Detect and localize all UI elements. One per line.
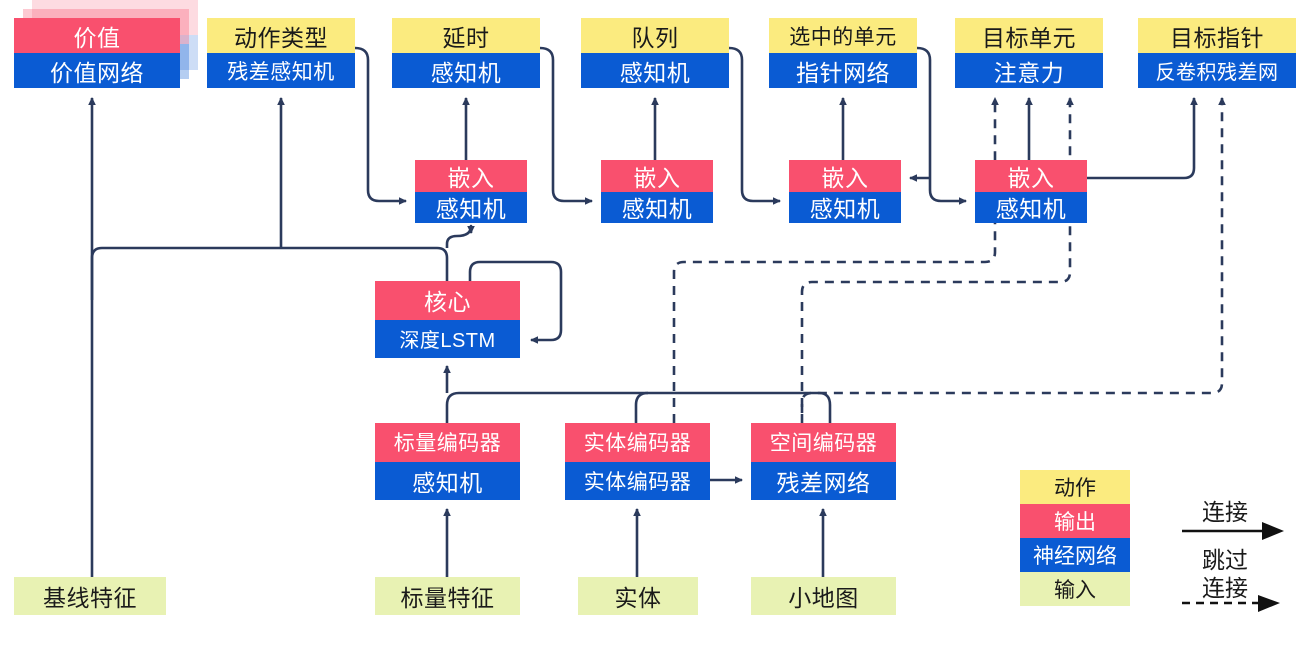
node-core-bottom-label: 深度LSTM	[375, 319, 520, 358]
node-core[interactable]: 核心深度LSTM	[375, 281, 520, 358]
wire-queue-to-emb3	[728, 46, 782, 205]
node-delay-bottom-label: 感知机	[392, 53, 540, 88]
node-selected-bottom-label: 指针网络	[769, 53, 917, 88]
node-emb3-bottom-label: 感知机	[789, 191, 901, 223]
node-emb1[interactable]: 嵌入感知机	[415, 160, 527, 223]
node-value[interactable]: 价值价值网络	[14, 0, 198, 88]
wire-actiontype-to-emb1	[354, 46, 408, 205]
node-queue-top-label: 队列	[581, 18, 729, 53]
node-baseline_feat-bottom-label: 基线特征	[14, 577, 166, 615]
wire-delay-to-emb2	[539, 46, 594, 205]
legend-swatch-network: 神经网络	[1020, 538, 1130, 572]
node-selected[interactable]: 选中的单元指针网络	[769, 18, 917, 88]
legend-swatch-output: 输出	[1020, 504, 1130, 538]
node-value-top-label: 价值	[14, 18, 180, 53]
wire-core-self-loop	[468, 260, 563, 344]
node-scalar_enc[interactable]: 标量编码器感知机	[375, 423, 520, 500]
node-queue-bottom-label: 感知机	[581, 53, 729, 88]
legend-dashed-arrowhead	[1258, 595, 1280, 612]
node-action_type-bottom-label: 残差感知机	[207, 53, 355, 88]
node-spatial_enc-top-label: 空间编码器	[751, 423, 896, 462]
node-target_point-top-label: 目标指针	[1138, 18, 1296, 53]
node-entity_enc-bottom-label: 实体编码器	[565, 461, 710, 500]
legend-skip-label-line2: 连接	[1202, 575, 1248, 601]
node-entity_enc[interactable]: 实体编码器实体编码器	[565, 423, 710, 500]
node-target_point[interactable]: 目标指针反卷积残差网	[1138, 18, 1296, 88]
node-selected-top-label: 选中的单元	[769, 18, 917, 53]
wire-entity-riser	[634, 391, 649, 423]
node-scalar_feat-bottom-label: 标量特征	[375, 577, 520, 615]
node-minimap-bottom-label: 小地图	[751, 577, 896, 615]
node-scalar_feat[interactable]: 标量特征	[375, 577, 520, 615]
node-emb4-bottom-label: 感知机	[975, 191, 1087, 223]
node-action_type-top-label: 动作类型	[207, 18, 355, 53]
node-entities-bottom-label: 实体	[578, 577, 698, 615]
wire-core-to-emb1	[445, 224, 475, 248]
node-spatial_enc[interactable]: 空间编码器残差网络	[751, 423, 896, 500]
node-emb3[interactable]: 嵌入感知机	[789, 160, 901, 223]
legend-skip-label-line1: 跳过	[1202, 547, 1248, 573]
node-emb4[interactable]: 嵌入感知机	[975, 160, 1087, 223]
node-emb4-top-label: 嵌入	[975, 160, 1087, 192]
skip-entity-to-selected	[672, 96, 999, 423]
legend-solid-arrowhead	[1262, 522, 1284, 540]
node-scalar_enc-top-label: 标量编码器	[375, 423, 520, 462]
node-minimap[interactable]: 小地图	[751, 577, 896, 615]
node-delay[interactable]: 延时感知机	[392, 18, 540, 88]
legend-connect-label: 连接	[1202, 499, 1248, 525]
node-emb1-top-label: 嵌入	[415, 160, 527, 192]
skip-spatial-to-target-unit	[800, 96, 1074, 423]
node-delay-top-label: 延时	[392, 18, 540, 53]
node-emb2[interactable]: 嵌入感知机	[601, 160, 713, 223]
node-core-top-label: 核心	[375, 281, 520, 320]
wire-selected-to-emb4	[916, 46, 968, 205]
node-emb2-bottom-label: 感知机	[601, 191, 713, 223]
node-target_unit[interactable]: 目标单元注意力	[955, 18, 1103, 88]
wire-encoder-bus	[445, 391, 832, 423]
skip-spatial-to-target-pointer	[800, 96, 1226, 413]
node-target_unit-bottom-label: 注意力	[955, 53, 1103, 88]
node-entities[interactable]: 实体	[578, 577, 698, 615]
node-scalar_enc-bottom-label: 感知机	[375, 461, 520, 500]
node-action_type[interactable]: 动作类型残差感知机	[207, 18, 355, 88]
wire-emb4-to-target-pointer	[1087, 96, 1198, 180]
legend: 动作输出神经网络输入	[1020, 470, 1130, 606]
legend-swatch-input: 输入	[1020, 572, 1130, 606]
node-baseline_feat[interactable]: 基线特征	[14, 577, 166, 615]
node-target_point-bottom-label: 反卷积残差网	[1138, 53, 1296, 88]
node-emb2-top-label: 嵌入	[601, 160, 713, 192]
node-spatial_enc-bottom-label: 残差网络	[751, 461, 896, 500]
node-emb3-top-label: 嵌入	[789, 160, 901, 192]
node-value-bottom-label: 价值网络	[14, 53, 180, 88]
wire-core-bus-left	[90, 246, 449, 300]
legend-swatch-action: 动作	[1020, 470, 1130, 504]
node-target_unit-top-label: 目标单元	[955, 18, 1103, 53]
node-emb1-bottom-label: 感知机	[415, 191, 527, 223]
node-queue[interactable]: 队列感知机	[581, 18, 729, 88]
node-entity_enc-top-label: 实体编码器	[565, 423, 710, 462]
